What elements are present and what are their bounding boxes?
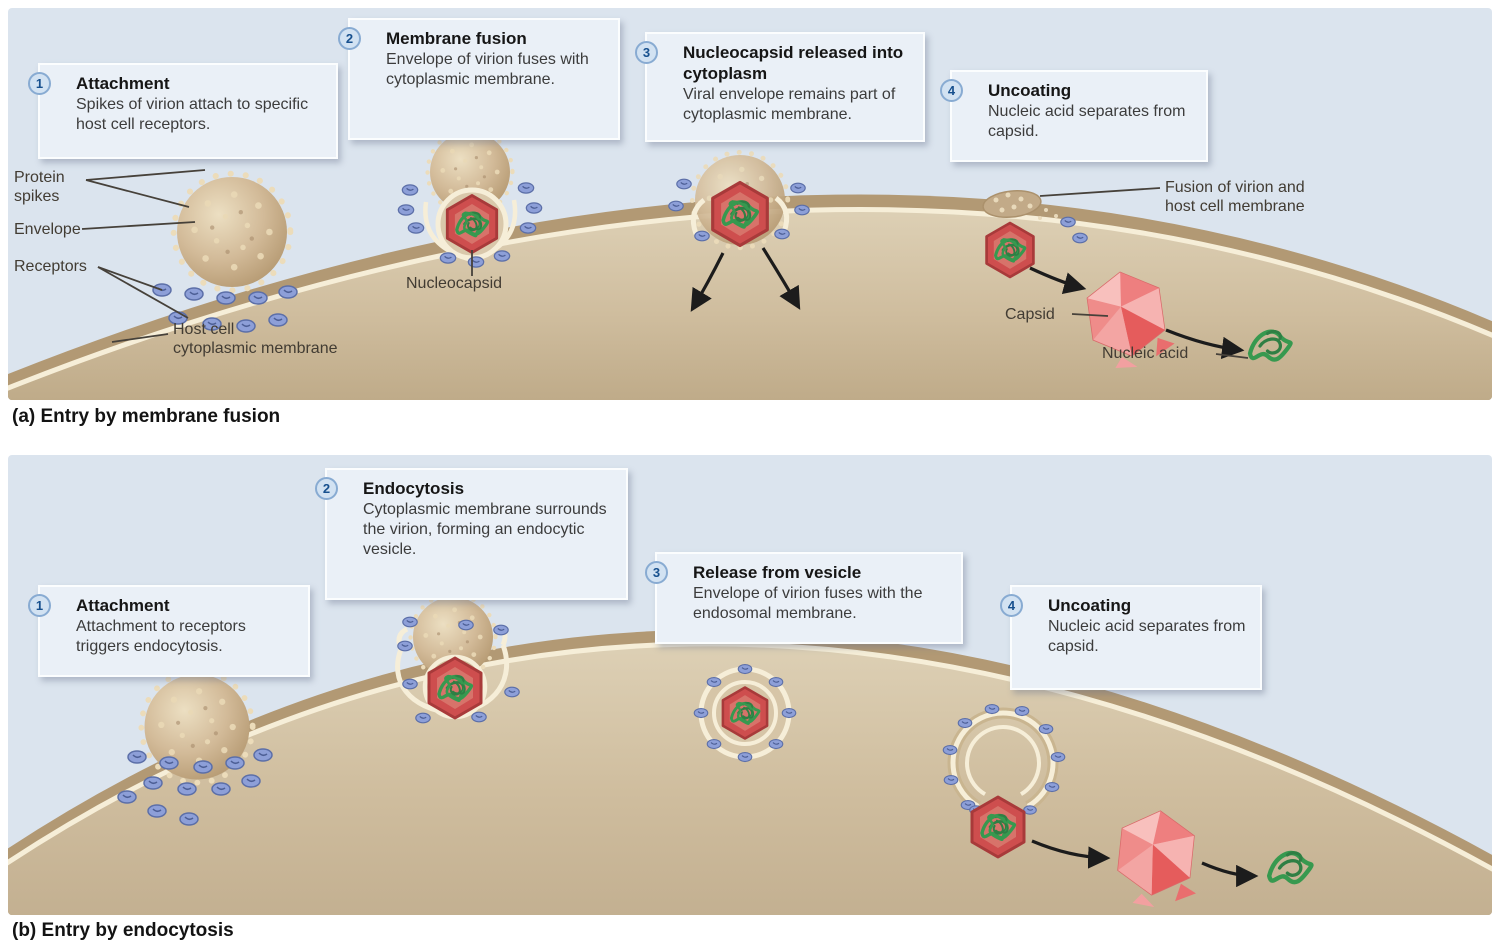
panel-b-endocytosis: 1 Attachment Attachment to receptors tri… (8, 455, 1492, 915)
step-box-b1: 1 Attachment Attachment to receptors tri… (28, 585, 310, 677)
cell-interior (8, 209, 1492, 400)
label-nucleocapsid: Nucleocapsid (406, 275, 503, 292)
step-number: 1 (28, 72, 51, 95)
released-nucleocapsid-icon (987, 223, 1034, 277)
uncoating-arrow-2 (1201, 861, 1259, 888)
label-pointer-lines (81, 169, 1249, 359)
step-title: Uncoating (1048, 596, 1132, 615)
step-body: Cytoplasmic membrane surrounds the virio… (363, 501, 607, 558)
step-body: Spikes of virion attach to specific host… (76, 96, 309, 133)
step-title: Endocytosis (363, 479, 465, 498)
label-receptors: Receptors (14, 258, 87, 275)
step-number: 3 (635, 41, 658, 64)
step-box-b3: 3 Release from vesicle Envelope of virio… (645, 552, 963, 644)
panel-a-membrane-fusion: 1 Attachment Spikes of virion attach to … (8, 8, 1492, 400)
label-protein-spikes: Protein spikes (14, 169, 65, 205)
step-title: Attachment (76, 596, 170, 615)
step-box-a1: 1 Attachment Spikes of virion attach to … (28, 63, 338, 159)
step-number: 2 (315, 477, 338, 500)
opened-vesicle-icon (942, 703, 1066, 815)
step-title: Nucleocapsid released into cytoplasm (683, 43, 904, 83)
nucleocapsid-release-icon (668, 152, 810, 247)
endocytic-vesicle-icon (693, 663, 797, 763)
illustration-endocytosis (8, 455, 1492, 915)
step-box-a4: 4 Uncoating Nucleic acid separates from … (940, 70, 1208, 162)
caption-panel-b: (b) Entry by endocytosis (12, 920, 234, 941)
step-body: Envelope of virion fuses with cytoplasmi… (386, 51, 589, 88)
step-box-a2: 2 Membrane fusion Envelope of virion fus… (338, 18, 620, 140)
step-number: 2 (338, 27, 361, 50)
label-envelope: Envelope (14, 221, 81, 238)
release-arrow-left (690, 252, 725, 312)
label-host-cell-membrane: Host cell cytoplasmic membrane (173, 321, 338, 357)
illustration-membrane-fusion (8, 8, 1492, 400)
uncoating-arrow-1 (1031, 839, 1111, 869)
step-body: Attachment to receptors triggers endocyt… (76, 618, 246, 655)
label-fusion-of-virion: Fusion of virion and host cell membrane (1165, 179, 1305, 215)
step-body: Nucleic acid separates from capsid. (988, 103, 1186, 140)
step-box-b4: 4 Uncoating Nucleic acid separates from … (1000, 585, 1262, 690)
label-nucleic-acid: Nucleic acid (1102, 345, 1189, 362)
step-body: Envelope of virion fuses with the endoso… (693, 585, 923, 622)
caption-panel-a: (a) Entry by membrane fusion (12, 406, 281, 427)
step-number: 3 (645, 561, 668, 584)
label-capsid: Capsid (1005, 306, 1055, 323)
step-title: Attachment (76, 74, 170, 93)
step-body: Viral envelope remains part of cytoplasm… (683, 86, 896, 123)
step-title: Uncoating (988, 81, 1072, 100)
step-title: Membrane fusion (386, 29, 527, 48)
step-number: 4 (1000, 594, 1023, 617)
step-body: Nucleic acid separates from capsid. (1048, 618, 1246, 655)
uncoating-arrow-2 (1165, 328, 1245, 360)
step-box-a3: 3 Nucleocapsid released into cytoplasm V… (635, 32, 925, 142)
released-nucleocapsid-icon (972, 797, 1024, 857)
step-box-b2: 2 Endocytosis Cytoplasmic membrane surro… (315, 468, 628, 600)
endocytic-pit-icon (395, 595, 520, 724)
fused-envelope-remnant-icon (982, 189, 1088, 244)
release-arrow-right (761, 247, 801, 310)
uncoating-arrow-1 (1029, 266, 1087, 295)
step-title: Release from vesicle (693, 563, 862, 582)
step-number: 4 (940, 79, 963, 102)
step-number: 1 (28, 594, 51, 617)
